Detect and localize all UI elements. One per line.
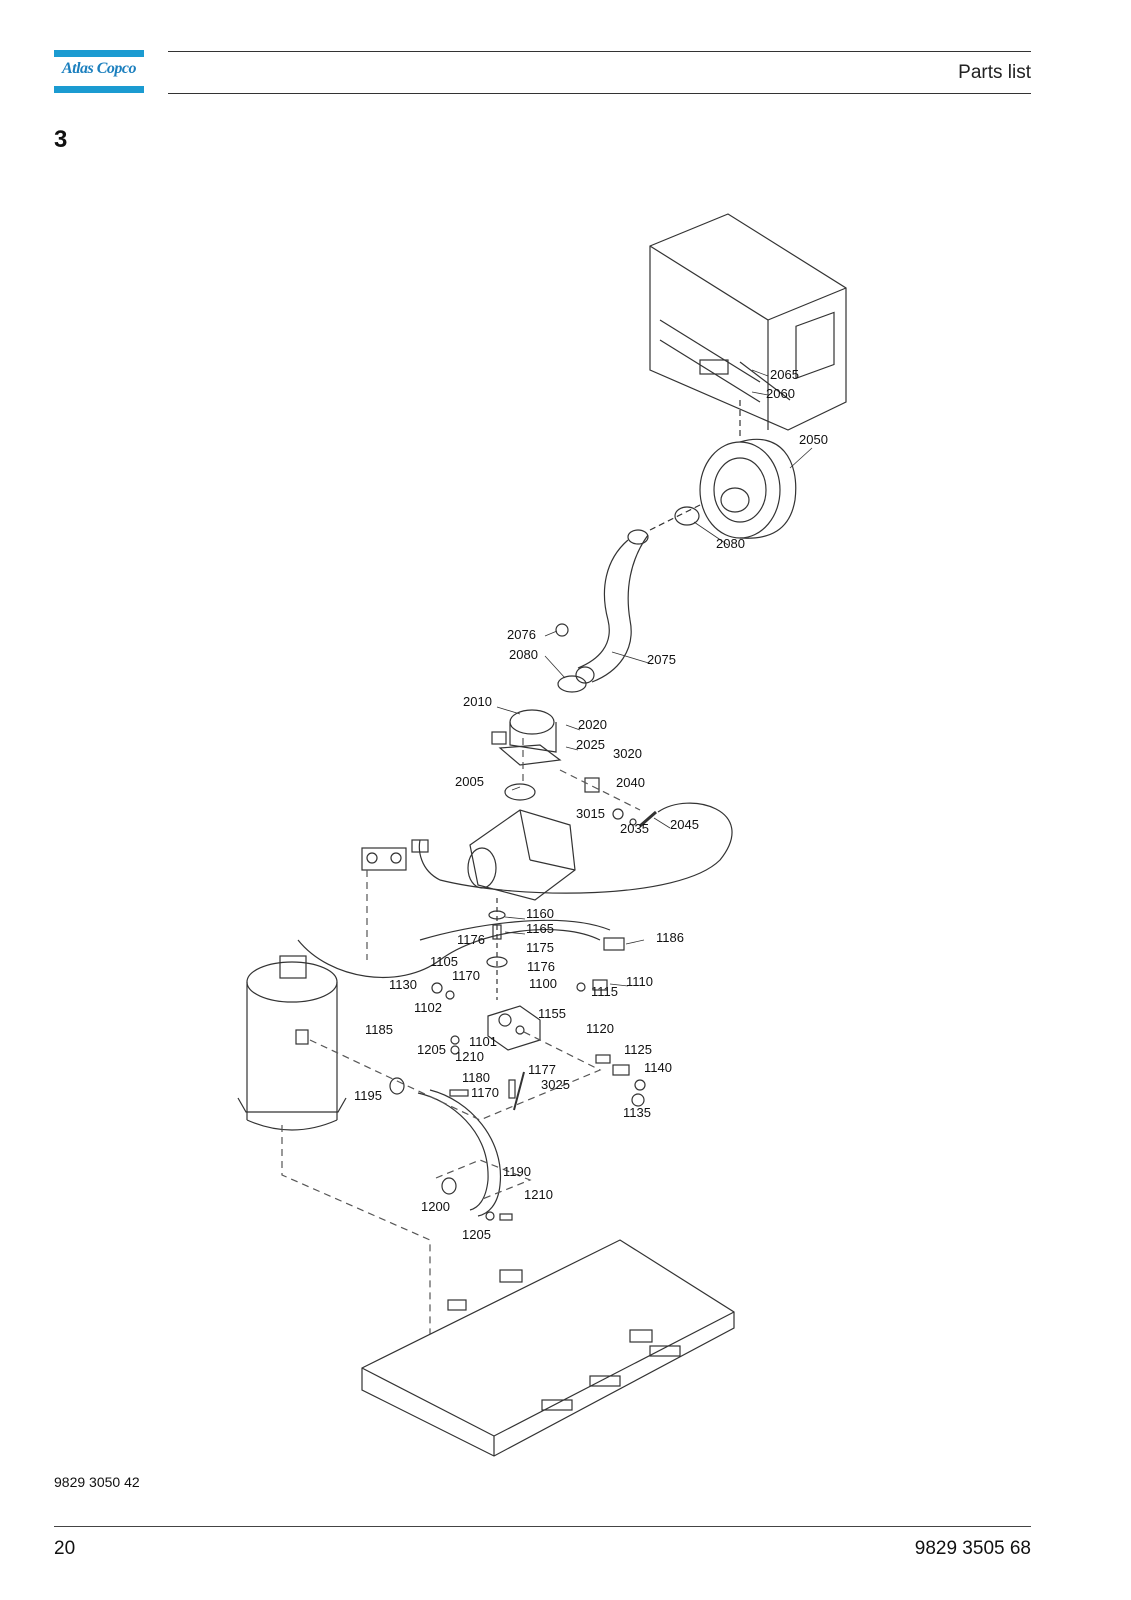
callout-1102: 1102 [414, 1000, 442, 1015]
callout-1176-upper: 1176 [457, 932, 485, 947]
callout-1110: 1110 [626, 974, 653, 989]
callout-2045: 2045 [670, 817, 699, 832]
document-code: 9829 3050 42 [54, 1474, 140, 1490]
compressor-element [467, 809, 576, 901]
header-bottom-rule [168, 93, 1031, 94]
callout-2080-lower: 2080 [509, 647, 538, 662]
document-number: 9829 3505 68 [914, 1538, 1031, 1559]
header-top-rule [168, 51, 1031, 52]
blower-unit [699, 400, 797, 539]
callout-1125: 1125 [624, 1042, 652, 1057]
callout-1186: 1186 [656, 930, 684, 945]
callout-1165: 1165 [526, 921, 554, 936]
callout-2010: 2010 [463, 694, 492, 709]
logo-top-bar [54, 50, 144, 57]
atlas-copco-logo: Atlas Copco [54, 50, 144, 94]
part-1125 [612, 1064, 630, 1076]
base-frame [361, 1239, 735, 1457]
callout-1190: 1190 [503, 1164, 531, 1179]
callout-1170-upper: 1170 [452, 968, 480, 983]
callout-1185: 1185 [365, 1022, 393, 1037]
page-number: 20 [54, 1538, 76, 1559]
part-1115 [576, 982, 586, 992]
callout-1115: 1115 [591, 984, 618, 999]
callout-1170-lower: 1170 [471, 1085, 499, 1100]
o-ring-2005 [504, 783, 536, 801]
section-number: 3 [54, 126, 68, 153]
callout-1195: 1195 [354, 1088, 382, 1103]
callout-1100: 1100 [529, 976, 557, 991]
ring-2080-lower [557, 675, 587, 693]
part-2076 [555, 623, 569, 637]
footer-rule [54, 1526, 1031, 1527]
callout-2025: 2025 [576, 737, 605, 752]
ring-2080-upper [674, 506, 700, 526]
header-title: Parts list [958, 62, 1031, 83]
part-3015 [584, 777, 600, 793]
oil-separator-tank [237, 928, 601, 1131]
callout-1180: 1180 [462, 1070, 490, 1085]
callout-2035: 2035 [620, 821, 649, 836]
logo-bottom-bar [54, 86, 144, 93]
part-1120 [595, 1054, 611, 1064]
callout-2020: 2020 [578, 717, 607, 732]
callout-2050: 2050 [799, 432, 828, 447]
callout-1177: 1177 [528, 1062, 556, 1077]
callout-2075: 2075 [647, 652, 676, 667]
callout-1135: 1135 [623, 1105, 651, 1120]
callout-1205-upper: 1205 [417, 1042, 446, 1057]
callout-1140: 1140 [644, 1060, 672, 1075]
solenoid-valve [361, 839, 429, 871]
part-1135 [631, 1093, 645, 1107]
logo-wordmark: Atlas Copco [61, 60, 137, 77]
callout-2065: 2065 [770, 367, 799, 382]
inlet-valve [491, 709, 562, 766]
control-line [418, 802, 733, 894]
control-cabinet [649, 213, 847, 431]
intake-hose [575, 529, 649, 684]
ring-1195 [389, 1077, 405, 1095]
callout-1210-lower: 1210 [524, 1187, 553, 1202]
oil-line [419, 919, 611, 941]
callout-1101: 1101 [469, 1034, 497, 1049]
callout-1176-lower: 1176 [527, 959, 555, 974]
callout-2080-upper: 2080 [716, 536, 745, 551]
callout-1105: 1105 [430, 954, 458, 969]
callout-3015: 3015 [576, 806, 605, 821]
callout-3025: 3025 [541, 1077, 570, 1092]
callout-1200: 1200 [421, 1199, 450, 1214]
callout-2076: 2076 [507, 627, 536, 642]
callout-1175: 1175 [526, 940, 554, 955]
callout-1210-upper: 1210 [455, 1049, 484, 1064]
callout-1205-lower: 1205 [462, 1227, 491, 1242]
part-1140 [634, 1079, 646, 1091]
callout-1130: 1130 [389, 977, 417, 992]
callout-1155: 1155 [538, 1006, 566, 1021]
callout-3020: 3020 [613, 746, 642, 761]
callout-1120: 1120 [586, 1021, 614, 1036]
callout-2005: 2005 [455, 774, 484, 789]
callout-2060: 2060 [766, 386, 795, 401]
callout-1160: 1160 [526, 906, 554, 921]
fitting-1110 [592, 979, 608, 991]
fitting-1186 [603, 937, 625, 951]
ring-1200 [441, 1177, 457, 1195]
callout-2040: 2040 [616, 775, 645, 790]
